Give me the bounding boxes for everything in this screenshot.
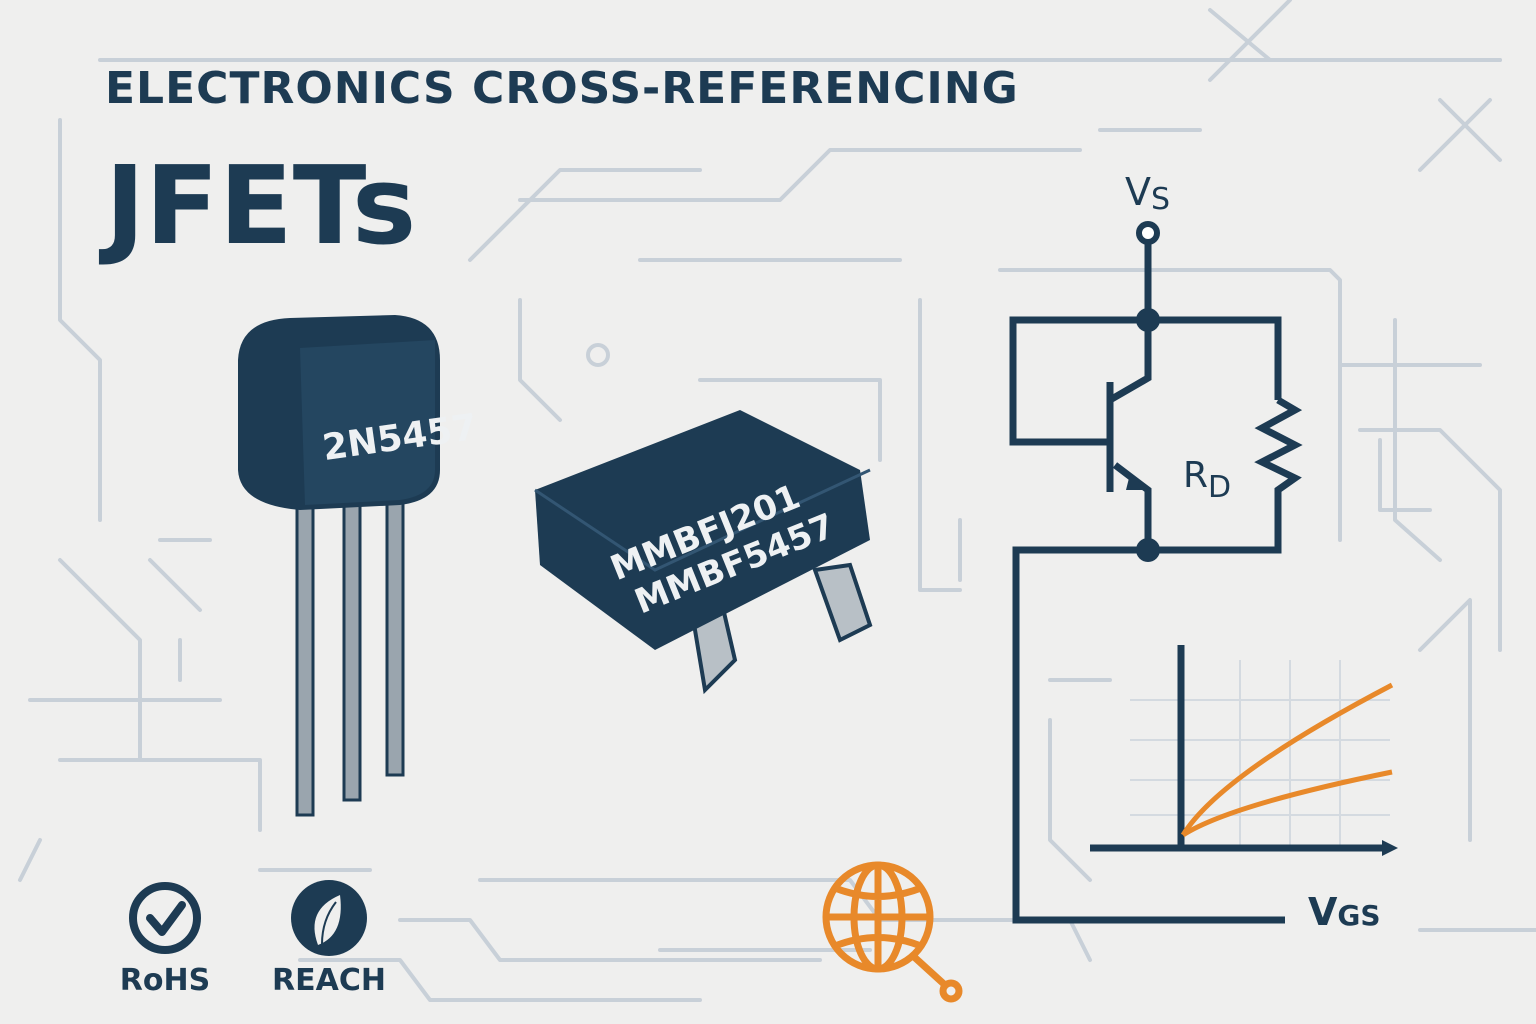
x-axis-label: VGS [1308, 890, 1381, 934]
page-title: JFETs [98, 144, 416, 269]
background-traces [18, 0, 1536, 1002]
rohs-label: RoHS [120, 963, 210, 998]
reach-label: REACH [272, 963, 386, 998]
supply-label: VS [1125, 170, 1170, 217]
rohs-badge: RoHS [120, 882, 210, 998]
to92-transistor: 2N5457 [238, 315, 480, 817]
reach-badge: REACH [272, 880, 386, 998]
resistor-label: RD [1183, 455, 1231, 505]
jfet-circuit: VS RD [1009, 170, 1303, 924]
checkmark-icon [129, 882, 201, 954]
smd-transistor: MMBFJ201 MMBF5457 [534, 410, 873, 695]
transfer-curve-graph: VGS [1090, 645, 1398, 934]
subtitle: ELECTRONICS CROSS-REFERENCING [105, 63, 1019, 114]
globe-search-icon [822, 861, 963, 1003]
